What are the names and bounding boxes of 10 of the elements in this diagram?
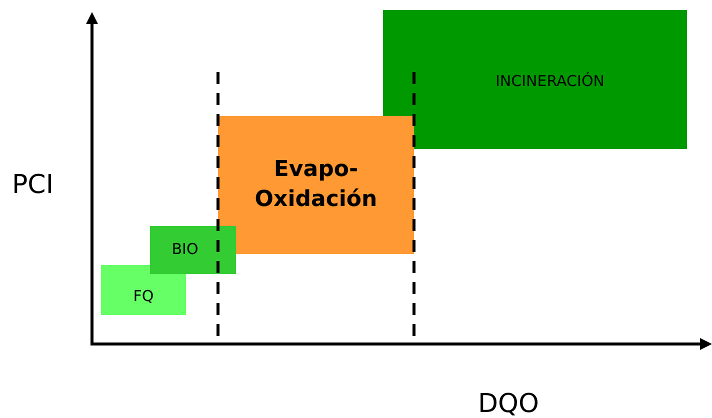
fq-block: [101, 265, 186, 315]
evapo-oxidation-block: [218, 116, 414, 254]
block-label: BIO: [172, 239, 198, 260]
block-label: FQ: [133, 286, 154, 307]
block-label: INCINERACIÓN: [496, 71, 604, 92]
axis-label: DQO: [478, 388, 539, 418]
block-label: Evapo- Oxidación: [254, 156, 378, 214]
axis-label: PCI: [12, 169, 54, 202]
incineration-block: [383, 10, 687, 149]
bio-block: [150, 226, 236, 274]
